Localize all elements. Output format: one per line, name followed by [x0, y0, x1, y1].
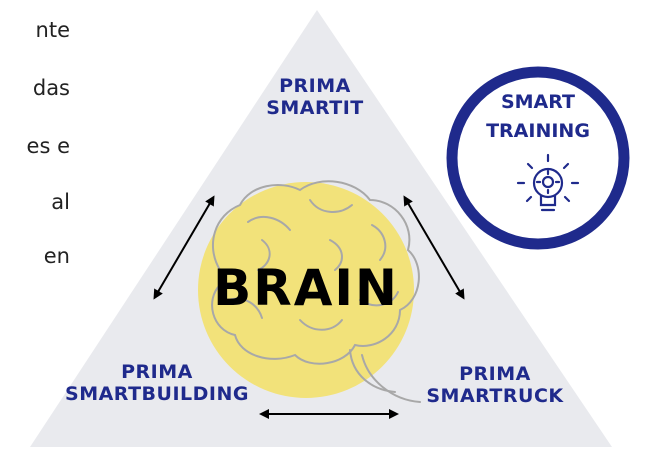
label-top-line-2: SMARTIT	[266, 96, 364, 119]
lightbulb-gear-icon	[516, 153, 580, 212]
side-text-2: das	[32, 76, 70, 100]
badge-line-1: SMART	[501, 91, 575, 113]
label-prima-smartit: PRIMA SMARTIT	[215, 75, 415, 120]
side-text-4: al	[51, 190, 70, 214]
arrow-top-left	[153, 195, 215, 300]
label-right-line-1: PRIMA	[459, 363, 531, 385]
brain-label: BRAIN	[213, 259, 399, 317]
side-text-3: es e	[26, 134, 70, 158]
side-text-1: nte	[35, 18, 70, 42]
label-top-line-1: PRIMA	[279, 75, 351, 97]
arrow-top-right	[403, 195, 465, 300]
label-left-line-1: PRIMA	[121, 361, 193, 383]
label-right-line-2: SMARTRUCK	[426, 384, 564, 407]
label-left-line-2: SMARTBUILDING	[65, 382, 249, 405]
side-text-5: en	[43, 244, 70, 268]
smart-training-badge	[446, 66, 630, 250]
label-prima-smartbuilding: PRIMA SMARTBUILDING	[52, 361, 262, 406]
badge-line-2: TRAINING	[486, 120, 590, 142]
center-circle	[198, 182, 414, 398]
label-prima-smartruck: PRIMA SMARTRUCK	[395, 363, 595, 408]
